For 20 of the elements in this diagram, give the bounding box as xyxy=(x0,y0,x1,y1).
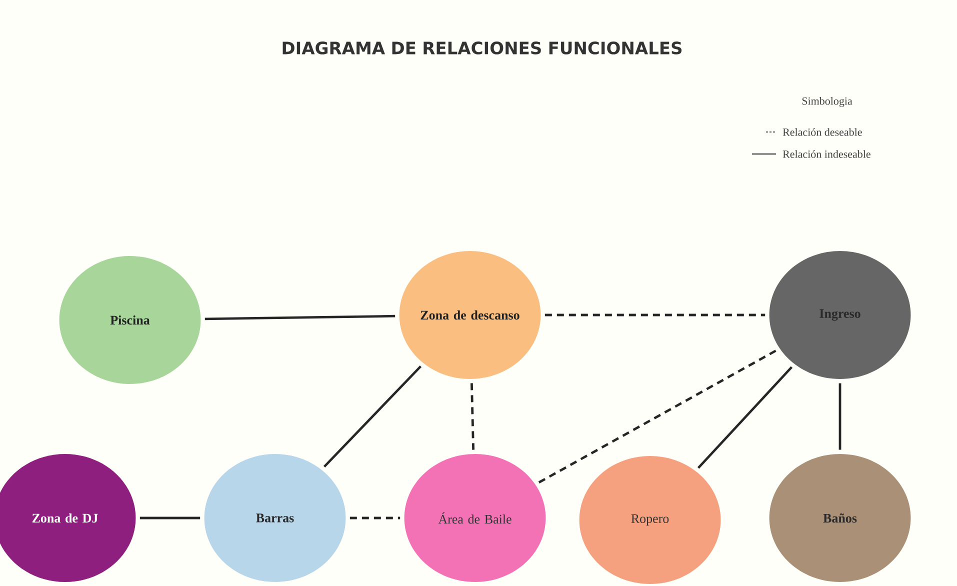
legend-text: Relación deseable xyxy=(782,128,862,136)
legend-text: Relación indeseable xyxy=(782,150,870,158)
circle-node: Piscina xyxy=(59,256,201,384)
legend-heading: Simbologia xyxy=(802,97,852,107)
connector-line xyxy=(838,383,842,450)
circle-node: Barras xyxy=(204,454,346,582)
title: DIAGRAMA DE RELACIONES FUNCIONALES xyxy=(282,42,682,54)
circle-node: Ropero xyxy=(579,456,721,584)
connector-line xyxy=(544,314,766,316)
connector-line xyxy=(204,314,396,320)
circle-node: Zona de descanso xyxy=(399,251,541,379)
circle-node: Baños xyxy=(769,454,911,582)
connector-line xyxy=(470,383,475,450)
connector-line xyxy=(350,516,400,520)
circle-node: Área de Baile xyxy=(404,454,546,582)
connector-line xyxy=(538,350,777,484)
connector-line xyxy=(323,366,422,468)
connector-line xyxy=(140,516,200,520)
circle-node: Ingreso xyxy=(769,251,911,379)
connector-line xyxy=(697,366,793,469)
